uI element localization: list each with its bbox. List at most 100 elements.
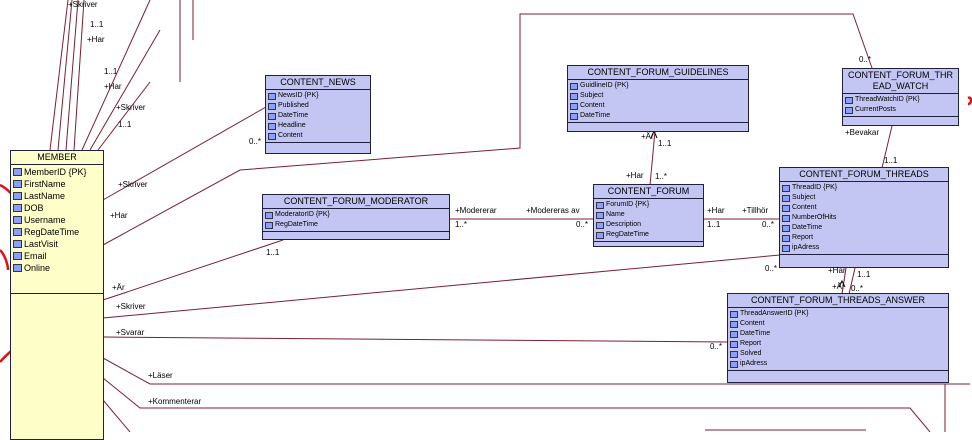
attribute-list: ThreadID {PK} Subject Content NumberOfHi… xyxy=(780,182,948,255)
attribute-icon xyxy=(268,132,276,140)
attribute: Subject xyxy=(570,91,746,101)
attribute: NumberOfHits xyxy=(782,213,946,223)
role-label: +Är xyxy=(832,282,845,291)
attribute-icon xyxy=(845,106,853,114)
attribute-icon xyxy=(13,216,22,224)
attribute-icon xyxy=(782,204,790,212)
multiplicity-label: 1..1 xyxy=(857,270,871,279)
attribute-icon xyxy=(13,252,22,260)
multiplicity-label: 0..* xyxy=(249,137,262,146)
association-lines xyxy=(49,0,970,432)
association-line xyxy=(97,81,151,151)
class-member[interactable]: MEMBER MemberID {PK} FirstName LastName … xyxy=(10,150,104,440)
attribute: Email xyxy=(13,250,101,262)
attribute-icon xyxy=(13,204,22,212)
attribute: Content xyxy=(782,203,946,213)
role-label: +Har xyxy=(110,211,128,220)
attribute-icon xyxy=(596,201,604,209)
attribute-icon xyxy=(268,112,276,120)
role-label: +Svarar xyxy=(116,328,145,337)
attribute-icon xyxy=(782,234,790,242)
attribute-list: MemberID {PK} FirstName LastName DOB Use… xyxy=(11,165,103,294)
role-label: +Bevakar xyxy=(845,128,880,137)
attribute: Content xyxy=(268,131,368,141)
association-line xyxy=(49,0,69,151)
role-label: +Har xyxy=(87,35,105,44)
class-content-forum-moderator[interactable]: CONTENT_FORUM_MODERATOR ModeratorID {PK}… xyxy=(262,194,450,240)
attribute: Report xyxy=(782,233,946,243)
attribute: ipAdress xyxy=(782,243,946,253)
attribute-list: NewsID {PK} Published DateTime Headline … xyxy=(266,90,370,143)
attribute-icon xyxy=(730,320,738,328)
association-line xyxy=(881,125,893,169)
attribute-icon xyxy=(730,310,738,318)
attribute-list: GuidlineID {PK} Subject Content DateTime xyxy=(568,80,748,123)
attribute: ThreadID {PK} xyxy=(782,183,946,193)
class-content-forum-threads-answer[interactable]: CONTENT_FORUM_THREADS_ANSWER ThreadAnswe… xyxy=(727,293,949,383)
attribute-list: ForumID {PK} Name Description RegDateTim… xyxy=(594,199,703,242)
attribute-icon xyxy=(782,184,790,192)
attribute-icon xyxy=(782,214,790,222)
attribute-icon xyxy=(730,360,738,368)
association-line xyxy=(102,106,267,201)
attribute-icon xyxy=(596,231,604,239)
class-name-line: CONTENT_FORUM_THR xyxy=(848,70,953,80)
attribute: Headline xyxy=(268,121,368,131)
class-content-news[interactable]: CONTENT_NEWS NewsID {PK} Published DateT… xyxy=(265,75,371,154)
attribute: ThreadWatchID {PK} xyxy=(845,95,956,105)
attribute: ThreadAnswerID {PK} xyxy=(730,309,946,319)
class-content-forum-thread-watch[interactable]: CONTENT_FORUM_THR EAD_WATCH ThreadWatchI… xyxy=(842,68,959,126)
class-name: CONTENT_NEWS xyxy=(266,76,370,90)
attribute-icon xyxy=(782,224,790,232)
attribute: DOB xyxy=(13,202,101,214)
multiplicity-label: 1..1 xyxy=(707,220,721,229)
attribute: GuidlineID {PK} xyxy=(570,81,746,91)
attribute: RegDateTime xyxy=(13,226,101,238)
attribute-icon xyxy=(596,221,604,229)
attribute: Solved xyxy=(730,349,946,359)
multiplicity-label: 1..1 xyxy=(266,248,280,257)
attribute: Subject xyxy=(782,193,946,203)
attribute-list: ThreadAnswerID {PK} Content DateTime Rep… xyxy=(728,308,948,371)
multiplicity-label: 1..1 xyxy=(90,20,104,29)
class-name: CONTENT_FORUM_THREADS xyxy=(780,168,948,182)
multiplicity-label: 1..1 xyxy=(884,156,898,165)
attribute-icon xyxy=(730,350,738,358)
association-line xyxy=(649,130,656,186)
role-label: +Är xyxy=(112,283,125,292)
attribute: DateTime xyxy=(570,111,746,121)
attribute: ForumID {PK} xyxy=(596,200,701,210)
attribute-icon xyxy=(268,92,276,100)
attribute: DateTime xyxy=(730,329,946,339)
attribute: CurrentPosts xyxy=(845,105,956,115)
multiplicity-label: 1..* xyxy=(455,220,468,229)
attribute: Published xyxy=(268,101,368,111)
role-label: +Är xyxy=(641,132,654,141)
role-label: +Tillhör xyxy=(742,206,769,215)
class-name: CONTENT_FORUM_GUIDELINES xyxy=(568,66,748,80)
operations-compartment xyxy=(266,143,370,149)
attribute: ipAdress xyxy=(730,359,946,369)
attribute-icon xyxy=(782,244,790,252)
attribute-icon xyxy=(13,228,22,236)
attribute-list: ThreadWatchID {PK} CurrentPosts xyxy=(843,94,958,117)
multiplicity-label: 0..* xyxy=(765,264,778,273)
class-content-forum[interactable]: CONTENT_FORUM ForumID {PK} Name Descript… xyxy=(593,184,704,247)
class-name-line: EAD_WATCH xyxy=(872,81,929,91)
association-line xyxy=(89,29,161,151)
class-content-forum-guidelines[interactable]: CONTENT_FORUM_GUIDELINES GuidlineID {PK}… xyxy=(567,65,749,132)
attribute: DateTime xyxy=(782,223,946,233)
attribute: Username xyxy=(13,214,101,226)
role-label: +Läser xyxy=(148,371,173,380)
class-name: CONTENT_FORUM xyxy=(594,185,703,199)
role-label: +Har xyxy=(626,171,644,180)
attribute-icon xyxy=(596,211,604,219)
attribute: FirstName xyxy=(13,178,101,190)
role-label: +Skriver xyxy=(116,103,146,112)
attribute: DateTime xyxy=(268,111,368,121)
class-content-forum-threads[interactable]: CONTENT_FORUM_THREADS ThreadID {PK} Subj… xyxy=(779,167,949,268)
multiplicity-label: 1..1 xyxy=(104,67,118,76)
attribute-icon xyxy=(570,112,578,120)
arrow-head xyxy=(838,279,846,288)
attribute-icon xyxy=(782,194,790,202)
